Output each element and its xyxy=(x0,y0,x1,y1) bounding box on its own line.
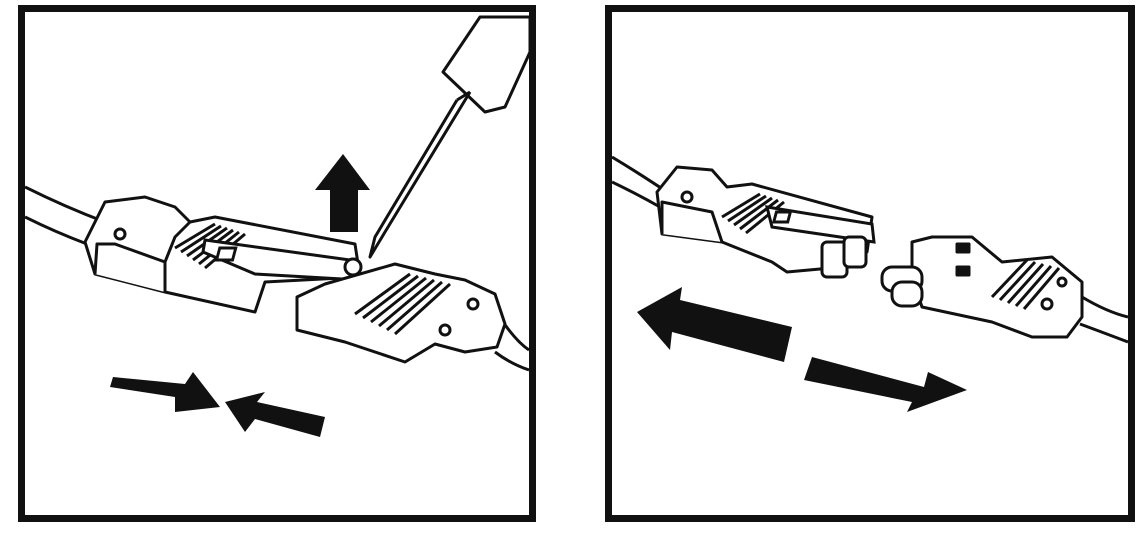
arrow-right-squeeze xyxy=(110,372,220,412)
arrow-left-squeeze xyxy=(225,392,325,437)
connector-housing-right xyxy=(910,235,1084,339)
grip-ribs-left xyxy=(721,192,785,235)
cable-right xyxy=(1079,295,1128,344)
arrow-left-icon xyxy=(637,287,792,362)
squeeze-arrows-icon xyxy=(110,372,325,437)
arrow-right-icon xyxy=(804,357,967,412)
latch xyxy=(201,238,363,282)
grip-ribs-right xyxy=(354,272,452,336)
instruction-panel-separate xyxy=(605,5,1135,522)
plug-tubes xyxy=(880,265,924,308)
arrow-up-icon xyxy=(315,154,370,232)
instruction-panel-unlock xyxy=(18,5,536,522)
connector-separated-illustration xyxy=(612,155,1128,412)
latch xyxy=(764,205,876,244)
screwdriver-icon xyxy=(368,15,529,259)
connector-pins xyxy=(820,235,868,279)
connector-housing-right xyxy=(295,262,507,364)
grip-ribs-right xyxy=(990,258,1061,310)
connector-mated-illustration xyxy=(25,15,529,437)
